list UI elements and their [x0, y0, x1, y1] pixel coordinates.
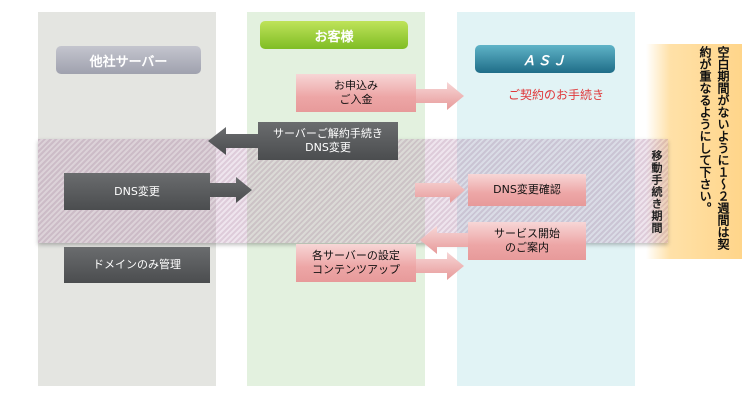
header-asj: ＡＳＪ — [475, 45, 615, 73]
server-cancel-dns-box: サーバーご解約手続き DNS変更 — [258, 122, 398, 160]
service-start-box: サービス開始 のご案内 — [468, 222, 586, 260]
domain-only-box: ドメインのみ管理 — [64, 247, 210, 283]
arrow-settings-to-asj — [415, 252, 464, 280]
arrow-apply-to-asj — [415, 82, 464, 110]
contract-procedure-text: ご契約のお手続き — [507, 88, 604, 102]
apply-payment-box: お申込み ご入金 — [296, 74, 416, 112]
header-other-server: 他社サーバー — [56, 46, 201, 74]
note-box: 空白期間がないように１～２週間は契約が重なるようにして下さい。 — [646, 44, 742, 259]
arrow-dns-right — [210, 177, 252, 203]
dns-change-confirm-box: DNS変更確認 — [468, 174, 586, 206]
arrow-cancel-to-other — [208, 127, 258, 155]
note-text: 空白期間がないように１～２週間は契約が重なるようにして下さい。 — [698, 46, 730, 250]
transfer-period-label: 移動手続き期間 — [650, 150, 663, 234]
server-settings-box: 各サーバーの設定 コンテンツアップ — [296, 244, 416, 282]
arrow-dns-confirm — [415, 177, 465, 203]
dns-change-box: DNS変更 — [64, 173, 210, 210]
arrow-service-to-customer — [420, 226, 470, 254]
header-customer: お客様 — [260, 21, 408, 49]
